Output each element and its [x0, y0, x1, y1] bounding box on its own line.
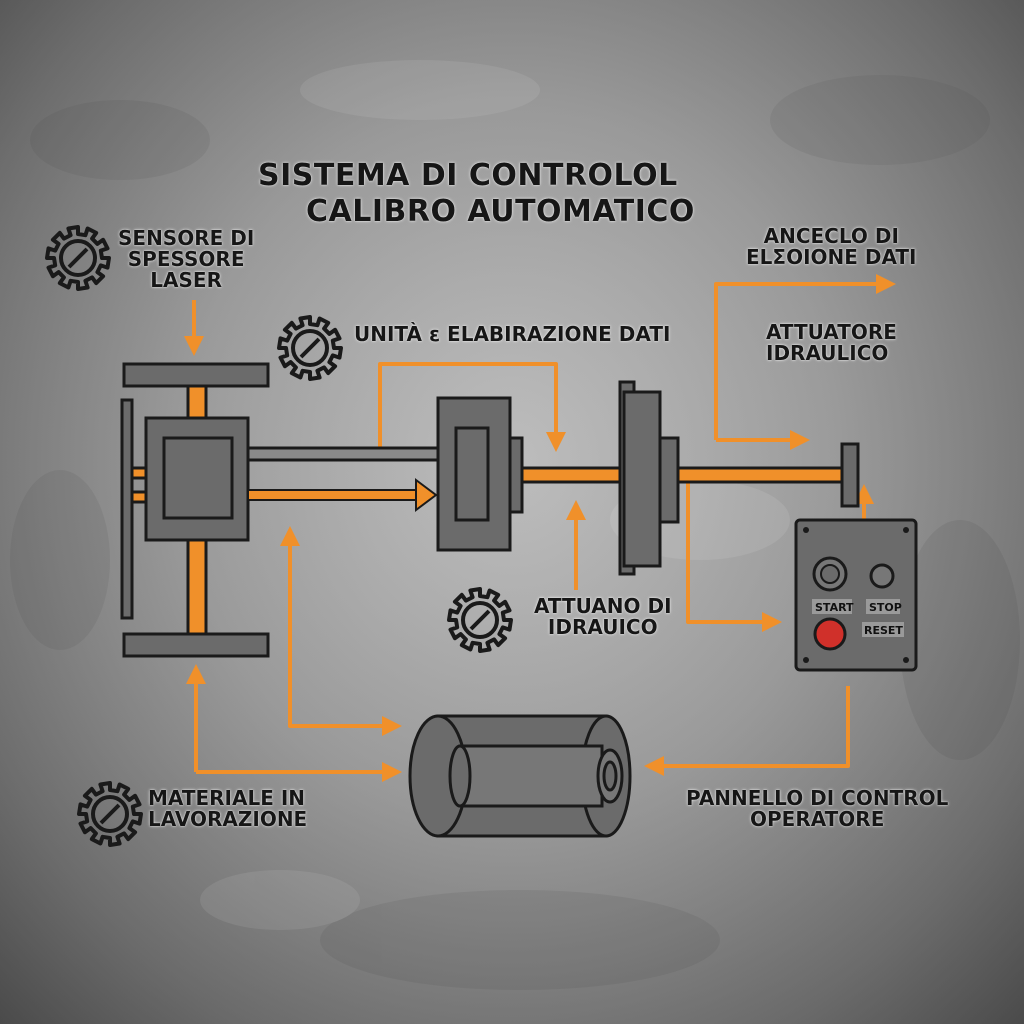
- gear-icon: [277, 315, 343, 381]
- emergency-button[interactable]: [813, 617, 847, 651]
- flange: [618, 380, 680, 576]
- shaft-end-cap: [840, 442, 860, 508]
- label-material: MATERIALE IN LAVORAZIONE: [148, 788, 307, 830]
- control-panel: START STOP RESET: [794, 518, 918, 672]
- label-hydraulic-actuator-top: ATTUATORE IDRAULICO: [766, 322, 897, 364]
- label-panel-line-1: PANNELLO DI CONTROL: [686, 786, 949, 810]
- connection-lines: [184, 274, 896, 782]
- label-actuator-top-line-2: IDRAULICO: [766, 341, 889, 365]
- arrow-shaft-to-panel: [686, 480, 782, 632]
- label-data-link-line-2: ELΣOIONE DATI: [746, 245, 917, 269]
- reset-label: RESET: [864, 624, 903, 637]
- label-actuator-bottom-line-2: IDRAUICO: [547, 615, 658, 639]
- label-data-link-line-1: ANCECLO DI: [763, 224, 899, 248]
- title-line-2: CALIBRO AUTOMATICO: [306, 193, 695, 229]
- hydraulic-block: [436, 396, 524, 552]
- title-line-1: SISTEMA DI CONTROLOL: [258, 158, 678, 193]
- label-material-line-1: MATERIALE IN: [148, 786, 306, 810]
- label-sensor-line-2: SPESSORE: [127, 247, 245, 271]
- label-panel-line-2: OPERATORE: [750, 807, 885, 831]
- arrow-processing-loop: [378, 362, 566, 452]
- arrow-panel-to-cylinder: [644, 686, 850, 776]
- label-hydraulic-actuator-bottom: ATTUANO DI IDRAUICO: [534, 596, 672, 638]
- start-label: START: [815, 601, 854, 614]
- label-data-link: ANCECLO DI ELΣOIONE DATI: [746, 226, 917, 268]
- gear-icon: [45, 225, 111, 291]
- gear-icon: [447, 587, 513, 653]
- label-actuator-bottom-line-1: ATTUANO DI: [534, 594, 672, 618]
- label-sensor: SENSORE DI SPESSORE LASER: [118, 228, 254, 291]
- arrow-data-link-out: [714, 274, 896, 440]
- label-operator-panel: PANNELLO DI CONTROL OPERATORE: [686, 788, 948, 830]
- stop-knob[interactable]: [869, 563, 895, 589]
- gear-icon: [77, 781, 143, 847]
- label-material-line-2: LAVORAZIONE: [148, 807, 308, 831]
- main-shaft: [520, 466, 844, 484]
- label-actuator-top-line-1: ATTUATORE: [766, 320, 897, 344]
- stop-label: STOP: [869, 601, 902, 614]
- label-processing-unit: UNITÀ ε ELABIRAZIONE DATI: [354, 322, 671, 346]
- gauge-frame: [120, 362, 270, 658]
- material-roll: [408, 714, 632, 838]
- diagram-title: SISTEMA DI CONTROLOL CALIBRO AUTOMATICO: [258, 160, 695, 227]
- label-sensor-line-3: LASER: [150, 268, 222, 292]
- label-sensor-line-1: SENSORE DI: [118, 226, 255, 250]
